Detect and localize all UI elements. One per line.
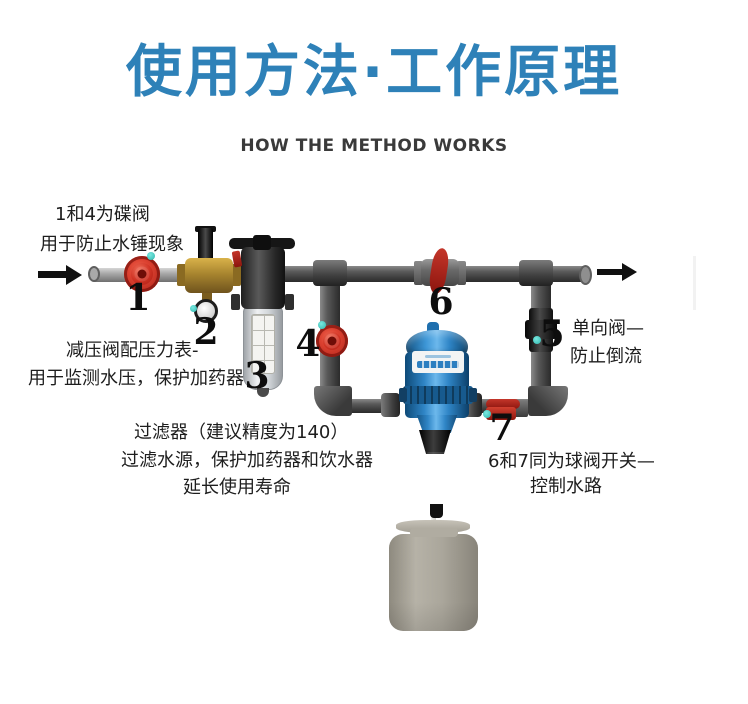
check-valve-5-band <box>525 320 557 339</box>
valve-1-indicator-dot <box>147 252 155 260</box>
pump-lug-left <box>399 388 407 402</box>
component-number-7: 7 <box>489 407 515 449</box>
regulator-union-right <box>231 264 241 286</box>
flow-out-arrow-icon <box>597 269 624 275</box>
filter-ear-right <box>285 294 294 310</box>
annotation-butterfly-valves-line1: 1和4为碟阀 <box>55 204 150 225</box>
valve-7-lever <box>486 399 520 409</box>
component-number-4: 4 <box>295 323 321 365</box>
valve-7-indicator-dot <box>483 410 491 418</box>
elbow-right <box>528 386 568 416</box>
valve-7-body <box>486 407 516 420</box>
filter-head <box>241 247 285 309</box>
gauge-stem <box>202 291 212 302</box>
component-number-1: 1 <box>125 277 151 319</box>
annotation-ball-valves-line2: 控制水路 <box>530 476 602 497</box>
suction-tip <box>430 504 443 518</box>
pump-cap-nub <box>427 322 439 332</box>
filter-handle-hub <box>253 235 271 250</box>
bypass-tee-right <box>519 260 553 286</box>
annotation-ball-valves-line1: 6和7同为球阀开关— <box>488 451 655 472</box>
annotation-check-valve-line2: 防止倒流 <box>570 346 642 367</box>
flow-in-arrow-icon <box>38 271 68 278</box>
valve-4-indicator-dot <box>318 321 326 329</box>
filter-cartridge <box>251 314 275 374</box>
pump-coupling-left <box>381 393 400 417</box>
tank-neck <box>410 528 458 537</box>
scrollbar-artifact <box>693 256 696 310</box>
pump-label <box>412 351 464 373</box>
elbow-left <box>314 386 352 416</box>
flow-out-arrow-head-icon <box>622 263 637 281</box>
valve-6-flange-left <box>414 261 423 285</box>
annotation-regulator-line2: 用于监测水压，保护加药器 <box>28 368 244 389</box>
gauge-indicator-dot <box>190 305 197 312</box>
pump-clamp-band <box>403 386 473 404</box>
filter-ear-left <box>231 294 240 310</box>
annotation-filter-line2: 过滤水源，保护加药器和饮水器 <box>121 450 373 471</box>
bypass-tee-left <box>313 260 347 286</box>
butterfly-valve-4 <box>316 325 348 357</box>
page-title: 使用方法·工作原理 <box>125 40 623 105</box>
pump-label-topline <box>425 355 451 358</box>
valve-5-indicator-dot <box>533 336 541 344</box>
suction-cone <box>419 430 451 454</box>
regulator-adjustment-knob <box>198 228 213 262</box>
annotation-butterfly-valves-line2: 用于防止水锤现象 <box>40 234 184 255</box>
pressure-regulator-body <box>185 258 233 293</box>
pump-label-text-blur <box>417 361 459 368</box>
regulator-union-left <box>177 264 187 286</box>
pump-lower-taper <box>416 415 458 433</box>
annotation-check-valve-line1: 单向阀— <box>572 318 644 339</box>
suction-body <box>426 452 447 506</box>
inlet-pipe-endcap <box>88 266 100 282</box>
filter-drain-tip <box>257 388 269 397</box>
valve-6-flange-right <box>457 261 466 285</box>
annotation-filter-line1: 过滤器（建议精度为140） <box>134 422 349 443</box>
component-number-3: 3 <box>244 355 270 397</box>
outlet-pipe-endcap <box>579 265 592 285</box>
page-subtitle: HOW THE METHOD WORKS <box>240 136 508 156</box>
pump-lug-right <box>469 388 477 402</box>
component-number-6: 6 <box>428 281 454 323</box>
flow-in-arrow-head-icon <box>66 265 82 285</box>
component-number-5: 5 <box>539 313 565 355</box>
annotation-regulator-line1: 减压阀配压力表- <box>66 340 199 361</box>
chemical-tank <box>389 534 478 631</box>
annotation-filter-line3: 延长使用寿命 <box>183 477 291 498</box>
component-number-2: 2 <box>193 311 219 353</box>
butterfly-valve-1 <box>124 256 160 292</box>
